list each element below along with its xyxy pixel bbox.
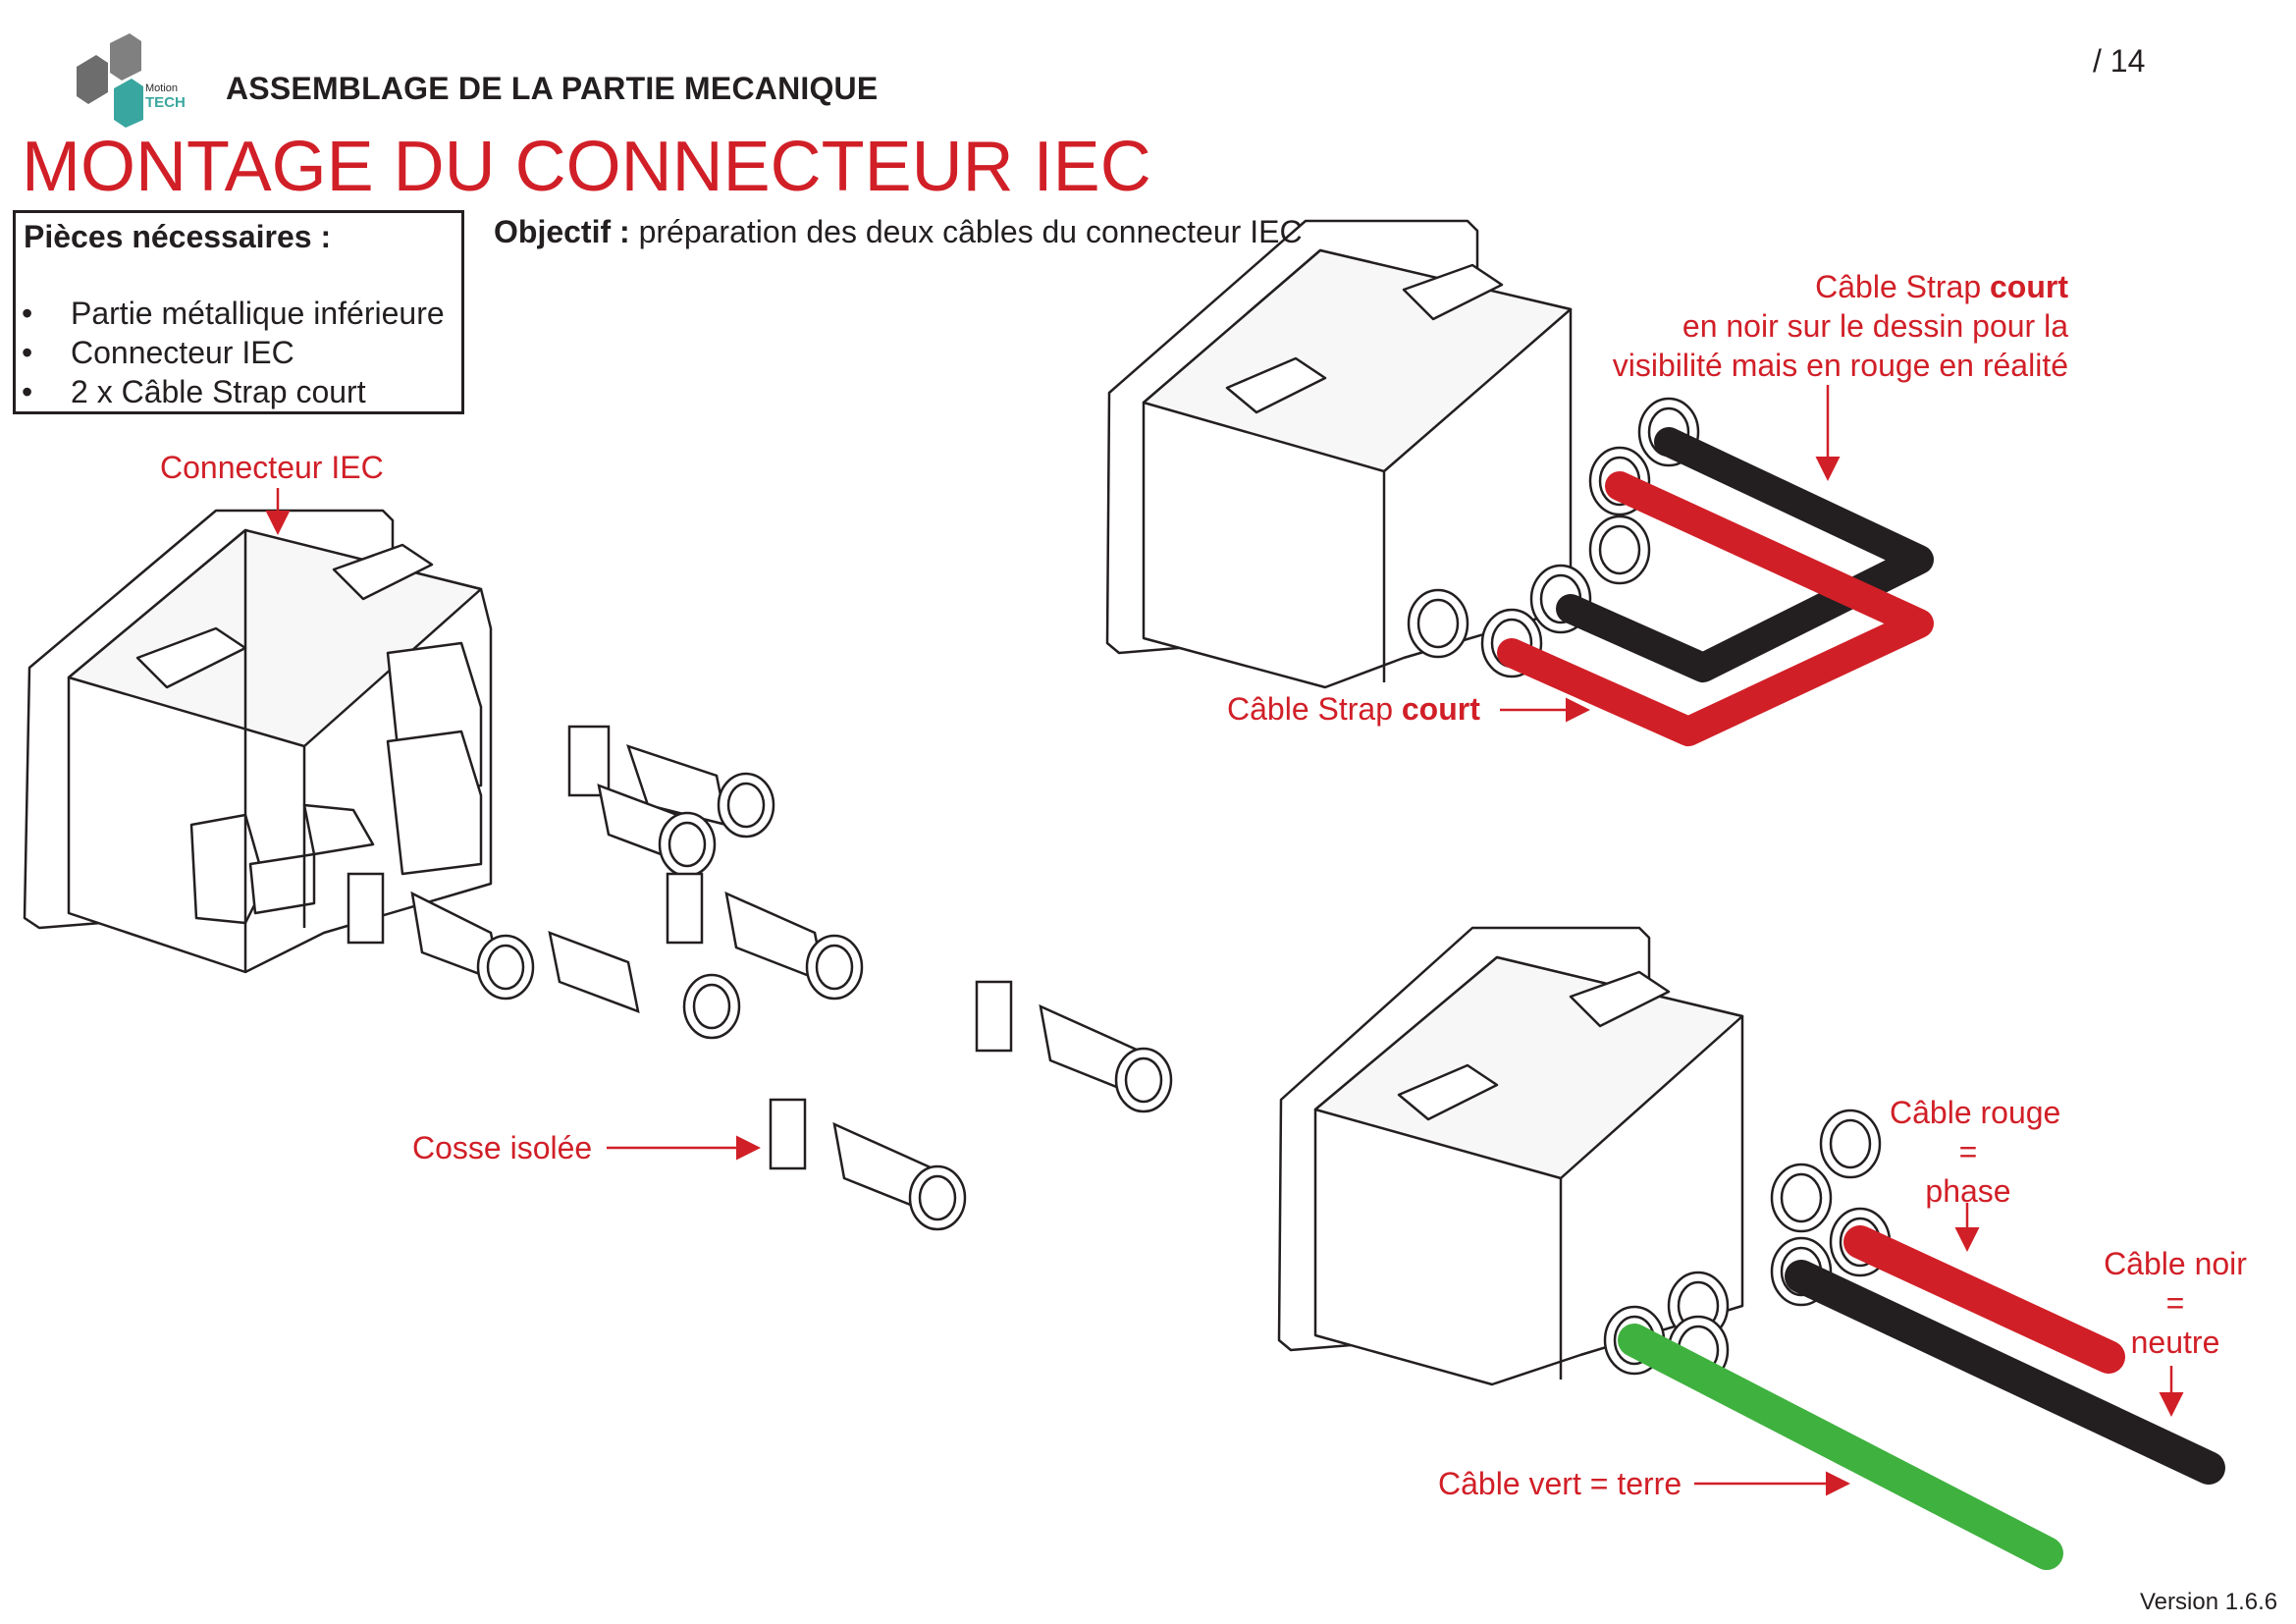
cable-red-phase [1843, 1225, 2125, 1374]
objective: Objectif : préparation des deux câbles d… [494, 214, 1303, 250]
lug-7 [769, 1098, 967, 1231]
insulated-lugs [347, 725, 1173, 1231]
part-label: 2 x Câble Strap court [71, 374, 366, 409]
label-insulated-lug: Cosse isolée [412, 1130, 593, 1165]
strap-top-line3: visibilité mais en rouge en réalité [1612, 348, 2068, 383]
red-cable-line1: Câble rouge [1890, 1095, 2061, 1130]
red-cable-line3: phase [1925, 1173, 2011, 1209]
red-cable-line2: = [1958, 1134, 1978, 1169]
objective-text: préparation des deux câbles du connecteu… [629, 214, 1303, 249]
motion-tech-logo: Motion TECH [69, 29, 187, 128]
part-label: Partie métallique inférieure [71, 296, 445, 331]
strap-top-line1: Câble Strap [1815, 269, 1990, 304]
black-cable-line2: = [2165, 1285, 2185, 1321]
lug-2 [597, 784, 717, 878]
strap-cable-black [1556, 427, 1934, 682]
strap-cable-red [1497, 471, 1934, 746]
black-cable-line3: neutre [2130, 1325, 2220, 1360]
label-connector-iec: Connecteur IEC [160, 450, 384, 485]
page-title: MONTAGE DU CONNECTEUR IEC [22, 128, 1151, 206]
bullet: • [22, 374, 33, 409]
version-label: Version 1.6.6 [2140, 1589, 2278, 1615]
cable-black-neutral [1785, 1260, 2225, 1485]
iec-connector-with-cables [1277, 926, 1892, 1386]
part-item: • Partie métallique inférieure [22, 296, 445, 332]
required-parts-box: Pièces nécessaires : • Partie métallique … [13, 210, 464, 414]
required-parts-title: Pièces nécessaires : [24, 219, 332, 254]
label-green-cable: Câble vert = terre [1438, 1466, 1682, 1501]
lug-4 [548, 931, 741, 1040]
strap-bottom-bold: court [1401, 691, 1480, 727]
cable-green-earth [1618, 1324, 2063, 1570]
label-strap-bottom: Câble Strap court [1227, 691, 1480, 728]
label-red-cable: Câble rouge = phase [1890, 1093, 2061, 1211]
bullet: • [22, 335, 33, 370]
objective-label: Objectif : [494, 214, 630, 249]
iec-connector-exploded [23, 509, 493, 974]
lug-3 [347, 872, 535, 1001]
annotation-arrows [265, 385, 2184, 1496]
bullet: • [22, 296, 33, 331]
part-item: • Connecteur IEC [22, 335, 294, 371]
strap-top-line2: en noir sur le dessin pour la [1682, 308, 2068, 344]
black-cable-line1: Câble noir [2104, 1246, 2247, 1281]
logo-text-motion: Motion [145, 82, 179, 94]
label-strap-top: Câble Strap court en noir sur le dessin … [1613, 267, 2068, 385]
strap-top-bold: court [1990, 269, 2068, 304]
section-title: ASSEMBLAGE DE LA PARTIE MECANIQUE [226, 71, 879, 106]
part-item: • 2 x Câble Strap court [22, 374, 366, 410]
lug-6 [975, 980, 1173, 1113]
label-black-cable: Câble noir = neutre [2097, 1244, 2254, 1362]
logo-text-tech: TECH [145, 94, 186, 111]
logo-cubes-icon [77, 33, 143, 128]
strap-bottom-normal: Câble Strap [1227, 691, 1402, 727]
page-number: / 14 [2093, 43, 2146, 79]
lug-5 [666, 872, 864, 1001]
part-label: Connecteur IEC [71, 335, 294, 370]
